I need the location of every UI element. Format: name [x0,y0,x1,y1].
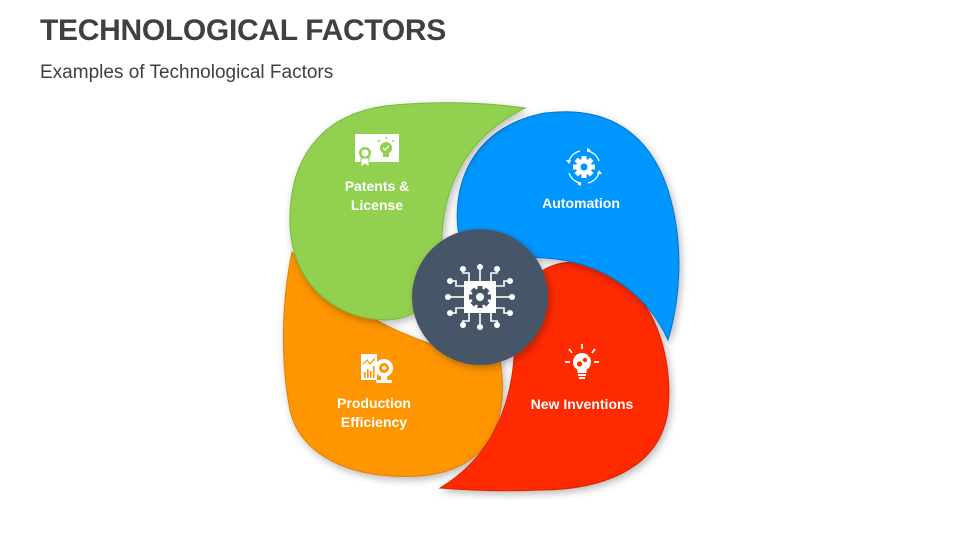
label-line: New Inventions [530,396,634,412]
label-line: Production [337,395,411,411]
page-subtitle: Examples of Technological Factors [40,62,334,83]
chart-webcam-gear-icon [361,354,393,383]
lightbulb-gears-icon [565,344,599,379]
circuit-gear-icon [445,264,515,330]
label-line: Automation [542,195,620,211]
petal-new-inventions[interactable] [438,261,670,492]
page-title: TECHNOLOGICAL FACTORS [40,14,446,47]
label-line: Efficiency [340,414,408,430]
petal-automation[interactable] [456,111,680,342]
gear-cycle-icon [566,148,602,186]
label-line: License [350,197,404,213]
petal-label-automation: Automation [542,194,620,213]
petal-label-patents-license: Patents & License [345,177,410,215]
petal-patents-license[interactable] [289,102,527,321]
petal-label-new-inventions: New Inventions [531,395,634,414]
petal-label-production-efficiency: Production Efficiency [337,394,411,432]
label-line: Patents & [344,178,410,194]
certificate-lightbulb-icon [355,134,399,168]
